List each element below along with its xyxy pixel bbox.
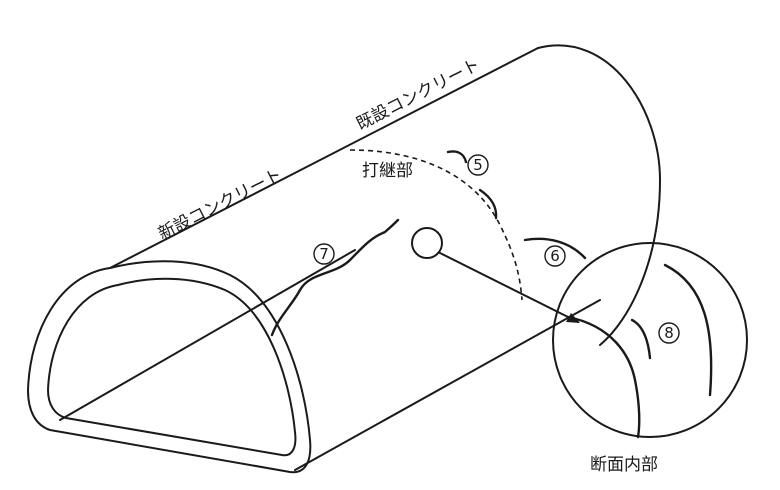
- marker-5-circle: [467, 154, 489, 176]
- label-existing-concrete: 既設コンクリート: [353, 55, 483, 135]
- marker-8-circle: [658, 322, 680, 344]
- crack-7: [270, 218, 400, 337]
- tunnel-outer-top-edge: [109, 47, 539, 269]
- zoom-arrow-line: [439, 252, 579, 323]
- marker-8-text: 8: [664, 324, 674, 342]
- marker-6-text: 6: [550, 247, 560, 265]
- label-construction-joint: 打継部: [362, 161, 413, 181]
- crack-5-lower: [478, 188, 498, 220]
- detail-crack-main: [566, 315, 641, 439]
- construction-joint-dashed-line: [349, 149, 523, 301]
- detail-crack-outer: [663, 263, 713, 397]
- tunnel-outer-bottom-edge: [294, 299, 601, 471]
- zoom-source-circle: [411, 227, 443, 259]
- tunnel-inner-floor-line: [59, 249, 356, 421]
- crack-5: [446, 150, 468, 164]
- label-section-interior: 断面内部: [590, 455, 658, 475]
- tunnel-front-outer-ring: [27, 260, 312, 474]
- marker-7-circle: [313, 243, 335, 265]
- crack-6: [523, 237, 587, 260]
- marker-6-circle: [544, 245, 566, 267]
- tunnel-front-inner-ring: [47, 277, 297, 457]
- section-detail-circle: [552, 242, 748, 438]
- tunnel-outer-end-arch: [537, 44, 661, 346]
- label-new-concrete: 新設コンクリート: [155, 165, 285, 245]
- marker-7-text: 7: [319, 245, 329, 263]
- marker-5-text: 5: [473, 156, 483, 174]
- detail-crack-8: [630, 318, 652, 360]
